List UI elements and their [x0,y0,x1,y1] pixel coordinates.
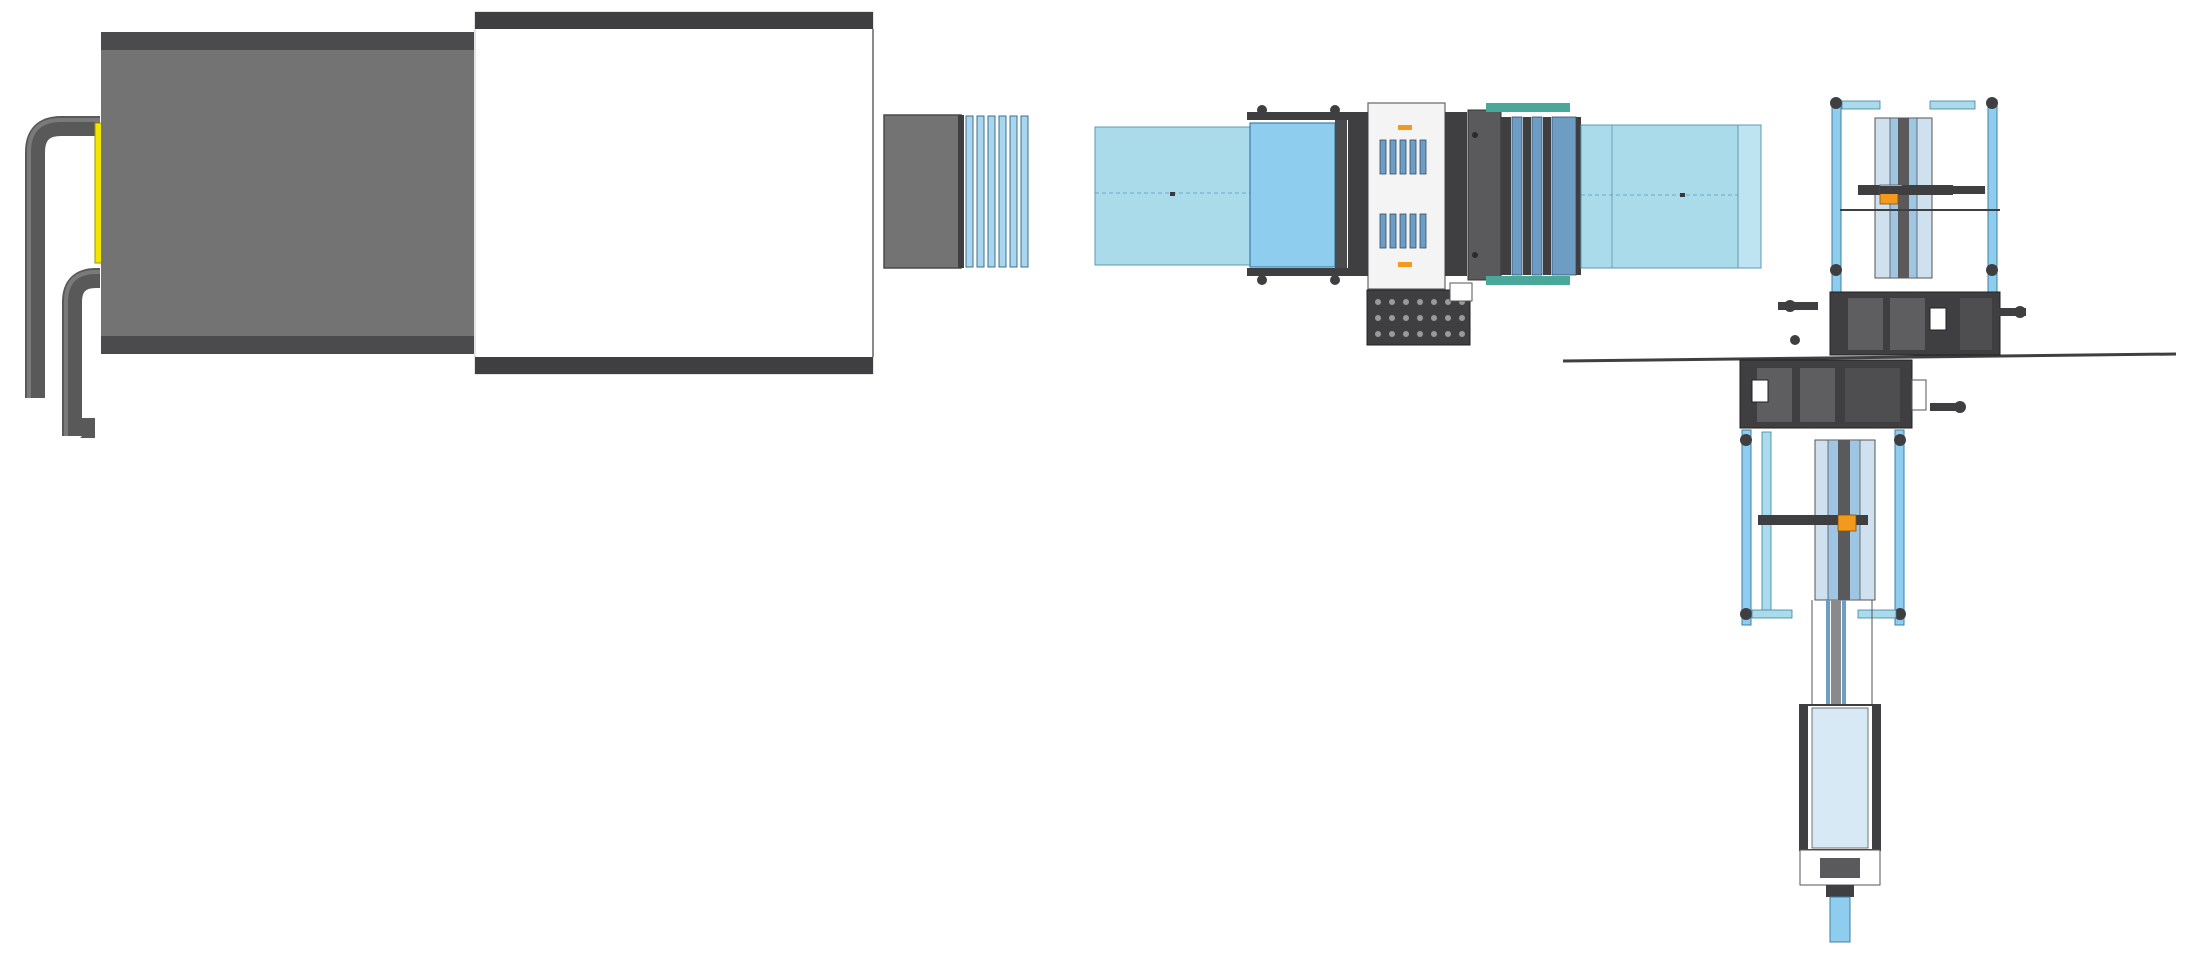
oven-bottom-frame [101,336,474,354]
feed-section [883,114,1029,269]
chamber-top-frame [475,12,873,29]
press-vents [1379,139,1427,249]
feed-housing [883,114,962,269]
roller-stack [1501,116,1581,276]
cooling-chamber [474,11,874,375]
exhaust-pipe-highlight [27,118,100,436]
press-housing [1367,102,1446,290]
chamber-bottom-frame [475,357,873,374]
central-machine [1094,102,1762,346]
infeed-table [1094,126,1251,266]
oven-housing [101,32,474,354]
feed-rollers [965,115,1029,268]
oven-unit [25,11,874,439]
feed-housing-edge [958,115,964,268]
drive-section [1467,109,1502,281]
transfer-rail [1562,352,2177,363]
transfer-table [1249,122,1336,268]
outfeed-table [1580,124,1762,269]
exhaust-pipes [25,116,100,439]
oven-top-frame [101,32,474,50]
stacker-unit [1562,97,2177,943]
lower-orange-bracket [1837,514,1857,532]
access-panel [94,122,103,264]
control-cabinet-pattern [1375,299,1465,337]
